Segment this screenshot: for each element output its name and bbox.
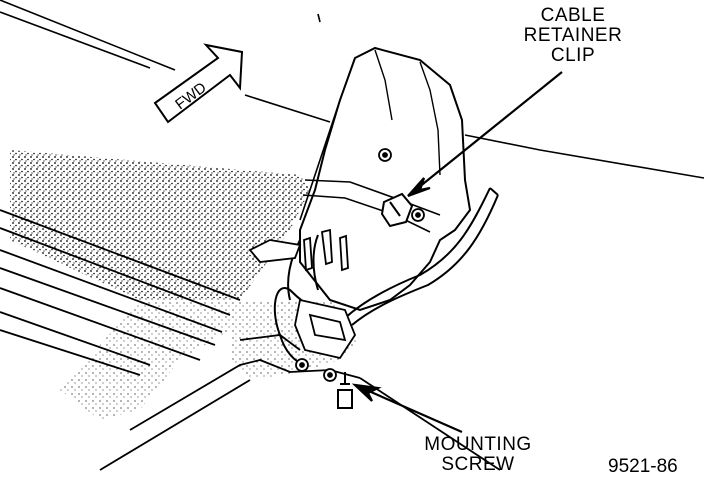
mounting-bracket [248, 228, 357, 360]
cable-retainer-clip-label: CABLE RETAINER CLIP [508, 6, 638, 66]
screw-label-line-2: SCREW [441, 453, 515, 475]
fwd-arrow: FWD [153, 43, 244, 124]
figure-id: 9521-86 [608, 456, 678, 477]
seat-cover [299, 46, 472, 312]
cable-label-line-2: RETAINER [523, 24, 623, 46]
leader-mounting-screw [351, 383, 463, 434]
screw-label-line-1: MOUNTING [424, 434, 532, 455]
cable-label-line-1: CABLE [540, 5, 606, 26]
mounting-screw-label: MOUNTING SCREW [408, 435, 548, 475]
cable-label-line-3: CLIP [550, 44, 596, 66]
cable-retainer-clip [380, 192, 414, 228]
body-panel [0, 0, 704, 179]
fasteners [295, 148, 425, 382]
floor-carpet [10, 150, 360, 420]
mounting-screw [337, 372, 353, 409]
leader-cable-clip [407, 71, 563, 198]
